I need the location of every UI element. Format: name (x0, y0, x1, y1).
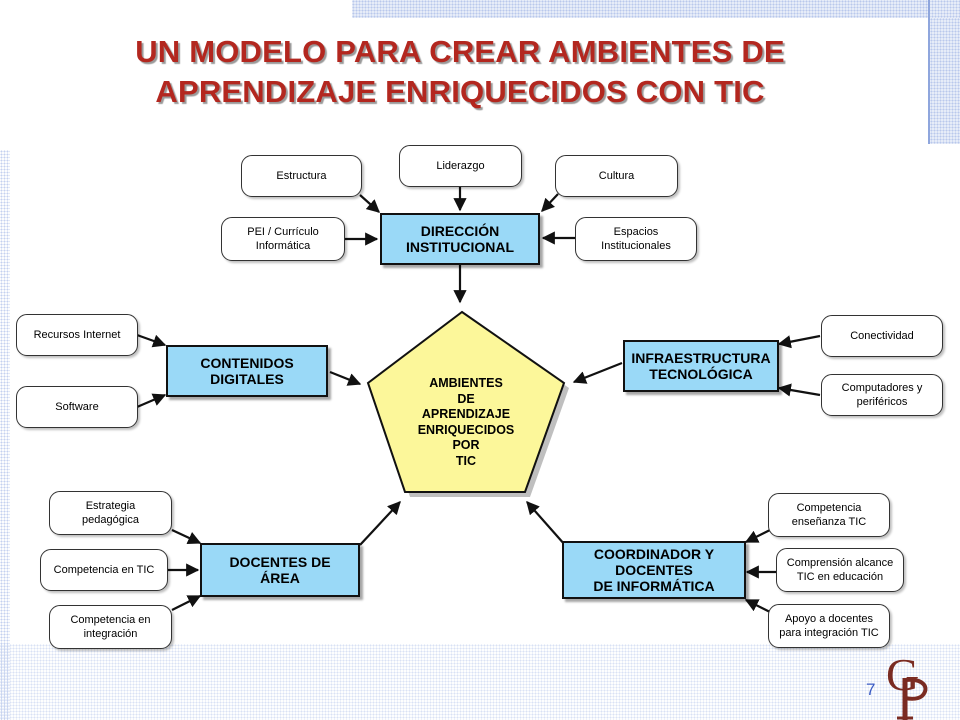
page-number: 7 (866, 680, 876, 699)
gp-logo-icon: G (886, 650, 928, 720)
factor-estrategia-pedagogica: Estrategia pedagógica (49, 491, 172, 535)
decorative-dot-band-side (930, 18, 960, 144)
factor-apoyo-docentes: Apoyo a docentes para integración TIC (768, 604, 890, 648)
hub-coordinador-docentes-informatica: COORDINADOR Y DOCENTES DE INFORMÁTICA (562, 541, 746, 599)
arrow-docentes-to-center (359, 501, 401, 546)
arrow-coordinador-to-center (526, 501, 566, 546)
arrow-computadores-to-infraestructura (777, 383, 821, 397)
slide-title-line-2: APRENDIZAJE ENRIQUECIDOS CON TIC (155, 74, 765, 109)
slide-title: UN MODELO PARA CREAR AMBIENTES DE APREND… (60, 32, 860, 112)
factor-espacios: Espacios Institucionales (575, 217, 697, 261)
arrow-apoyo-to-coordinador (744, 599, 771, 613)
arrow-recursos-to-contenidos (136, 333, 167, 348)
decorative-dot-margin-left (0, 150, 10, 720)
arrow-competencia-integracion-to-docentes (171, 595, 202, 611)
hub-docentes-de-area: DOCENTES DE ÁREA (200, 543, 360, 597)
factor-recursos-internet: Recursos Internet (16, 314, 138, 356)
factor-pei: PEI / Currículo Informática (221, 217, 345, 261)
arrow-cultura-to-direccion (541, 193, 559, 212)
factor-conectividad: Conectividad (821, 315, 943, 357)
slide-title-line-1: UN MODELO PARA CREAR AMBIENTES DE (135, 34, 785, 69)
arrow-competencia-ensenanza-to-coordinador (744, 529, 771, 543)
arrow-conectividad-to-infraestructura (777, 334, 821, 349)
arrow-infraestructura-to-center (572, 361, 623, 384)
hub-infraestructura-tecnologica: INFRAESTRUCTURA TECNOLÓGICA (623, 340, 779, 392)
factor-competencia-ensenanza: Competencia enseñanza TIC (768, 493, 890, 537)
factor-cultura: Cultura (555, 155, 678, 197)
factor-liderazgo: Liderazgo (399, 145, 522, 187)
factor-software: Software (16, 386, 138, 428)
arrow-software-to-contenidos (136, 393, 167, 409)
arrow-estructura-to-direccion (359, 194, 380, 213)
hub-contenidos-digitales: CONTENIDOS DIGITALES (166, 345, 328, 397)
decorative-vertical-rule (928, 0, 930, 144)
hub-direccion-institucional: DIRECCIÓN INSTITUCIONAL (380, 213, 540, 265)
factor-estructura: Estructura (241, 155, 362, 197)
arrow-estrategia-to-docentes (171, 529, 202, 544)
factor-competencia-integracion: Competencia en integración (49, 605, 172, 649)
decorative-dot-band-top (352, 0, 960, 18)
center-pentagon (366, 310, 566, 493)
factor-competencia-tic: Competencia en TIC (40, 549, 168, 591)
factor-computadores: Computadores y periféricos (821, 374, 943, 416)
factor-comprension-alcance: Comprensión alcance TIC en educación (776, 548, 904, 592)
arrow-contenidos-to-center (329, 370, 362, 386)
center-label: AMBIENTES DE APRENDIZAJE ENRIQUECIDOS PO… (417, 376, 515, 468)
decorative-dot-margin-bottom (0, 644, 960, 720)
